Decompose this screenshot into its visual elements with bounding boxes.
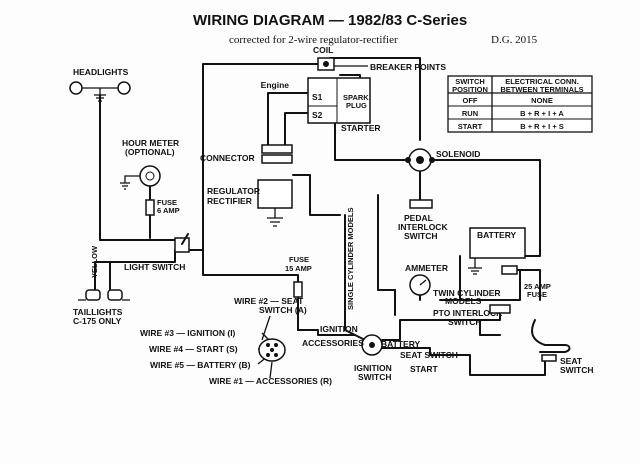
diagram-title: WIRING DIAGRAM — 1982/83 C-Series [193, 12, 467, 29]
wires [94, 57, 546, 376]
table-header-switch: SWITCH [455, 77, 485, 86]
ignition-switch-label-2: SWITCH [358, 372, 392, 382]
wire5-label: WIRE #5 — BATTERY (B) [150, 360, 251, 370]
seat-switch-label-2: SWITCH [560, 365, 594, 375]
starter-label: STARTER [341, 123, 381, 133]
headlights-label: HEADLIGHTS [73, 67, 129, 77]
coil: COIL BREAKER POINTS [313, 45, 446, 72]
spark-plug-label-1: SPARK [343, 93, 369, 102]
battery: BATTERY [468, 227, 526, 275]
seat-switch-label-1: SEAT [560, 356, 583, 366]
pedal-label-3: SWITCH [404, 231, 438, 241]
breaker-points-label: BREAKER POINTS [370, 62, 446, 72]
pedal-label-2: INTERLOCK [398, 222, 448, 232]
ignition-label: IGNITION [320, 324, 358, 334]
engine-label: Engine [261, 80, 290, 90]
pto-interlock-switch: PTO INTERLOCK SWITCH [433, 304, 511, 327]
regulator-label-2: RECTIFIER [207, 196, 252, 206]
fuse-15-label-2: 15 AMP [285, 264, 312, 273]
pedal-interlock-switch: PEDAL INTERLOCK SWITCH [398, 199, 448, 241]
coil-label: COIL [313, 45, 333, 55]
pto-label-1: PTO INTERLOCK [433, 308, 503, 318]
ignition-switch: IGNITION ACCESSORIES BATTERY SEAT SWITCH… [302, 324, 458, 382]
ammeter: AMMETER [405, 263, 448, 296]
light-switch: LIGHT SWITCH [124, 233, 190, 272]
fuse-25-label-2: FUSE [527, 290, 547, 299]
ammeter-label: AMMETER [405, 263, 448, 273]
regulator-label-1: REGULATOR [207, 186, 260, 196]
diagram-subtitle: corrected for 2-wire regulator-rectifier [229, 34, 398, 46]
author-label: D.G. 2015 [491, 34, 538, 46]
spark-plug-label-2: PLUG [346, 101, 367, 110]
hour-meter: HOUR METER (OPTIONAL) [120, 138, 179, 190]
ignition-switch-label-1: IGNITION [354, 363, 392, 373]
taillight-icon [85, 289, 101, 301]
connector: CONNECTOR [200, 144, 293, 164]
taillights-label-2: C-175 ONLY [73, 316, 122, 326]
headlight-icon [117, 81, 131, 95]
ground-icon [267, 208, 283, 227]
pedal-label-1: PEDAL [404, 213, 433, 223]
headlight-icon [69, 81, 83, 95]
accessories-label: ACCESSORIES [302, 338, 364, 348]
fuse-15-amp: FUSE 15 AMP [285, 255, 312, 298]
table-cell: START [458, 122, 483, 131]
table-cell: B + R + I + A [520, 109, 564, 118]
fuse-25-amp: 25 AMP FUSE [501, 265, 551, 299]
connector-label: CONNECTOR [200, 153, 255, 163]
table-header-conn: ELECTRICAL CONN. [505, 77, 579, 86]
wire2-label-2: SWITCH (A) [259, 305, 307, 315]
fuse-25-label-1: 25 AMP [524, 282, 551, 291]
headlights: HEADLIGHTS [69, 67, 131, 102]
solenoid-label: SOLENOID [436, 149, 480, 159]
wire-callouts: WIRE #2 — SEAT SWITCH (A) WIRE #3 — IGNI… [140, 296, 332, 386]
twin-cylinder-label-2: MODELS [445, 296, 482, 306]
s2-label: S2 [312, 110, 323, 120]
switch-position-table: SWITCH POSITION ELECTRICAL CONN. BETWEEN… [447, 75, 593, 133]
table-cell: OFF [463, 96, 478, 105]
solenoid: SOLENOID [405, 148, 480, 172]
hour-meter-label-1: HOUR METER [122, 138, 179, 148]
seat: SEAT SWITCH [531, 319, 594, 375]
taillights: TAILLIGHTS C-175 ONLY [73, 289, 130, 326]
s1-label: S1 [312, 92, 323, 102]
wire2-label-1: WIRE #2 — SEAT [234, 296, 304, 306]
twin-cylinder-label-1: TWIN CYLINDER [433, 288, 501, 298]
ground-icon [468, 258, 482, 275]
engine-block: Engine S1 S2 SPARK PLUG STARTER [261, 77, 381, 133]
table-cell: B + R + I + S [520, 122, 564, 131]
fuse-6-amp: FUSE 6 AMP [145, 198, 180, 216]
pto-label-2: SWITCH [448, 317, 482, 327]
battery-label: BATTERY [477, 230, 517, 240]
fuse-6-label-1: FUSE [157, 198, 177, 207]
start-label: START [410, 364, 439, 374]
hour-meter-label-2: (OPTIONAL) [125, 147, 175, 157]
table-header-position: POSITION [452, 85, 488, 94]
seat-icon [531, 319, 571, 353]
ground-icon [94, 94, 106, 102]
fuse-15-label-1: FUSE [289, 255, 309, 264]
fuse-6-label-2: 6 AMP [157, 206, 180, 215]
ground-icon [120, 175, 140, 190]
table-cell: RUN [462, 109, 478, 118]
taillight-icon [107, 289, 123, 301]
seat-switch-wire-label: SEAT SWITCH [400, 350, 458, 360]
wire4-label: WIRE #4 — START (S) [149, 344, 238, 354]
wire1-label: WIRE #1 — ACCESSORIES (R) [209, 376, 332, 386]
yellow-label: YELLOW [90, 245, 99, 278]
battery-terminal-label: BATTERY [381, 339, 421, 349]
table-header-terminals: BETWEEN TERMINALS [500, 85, 583, 94]
table-cell: NONE [531, 96, 553, 105]
wire3-label: WIRE #3 — IGNITION (I) [140, 328, 236, 338]
single-cylinder-label: SINGLE CYLINDER MODELS [346, 207, 355, 310]
regulator-rectifier: REGULATOR RECTIFIER [207, 179, 293, 227]
light-switch-label: LIGHT SWITCH [124, 262, 185, 272]
taillights-label-1: TAILLIGHTS [73, 307, 123, 317]
